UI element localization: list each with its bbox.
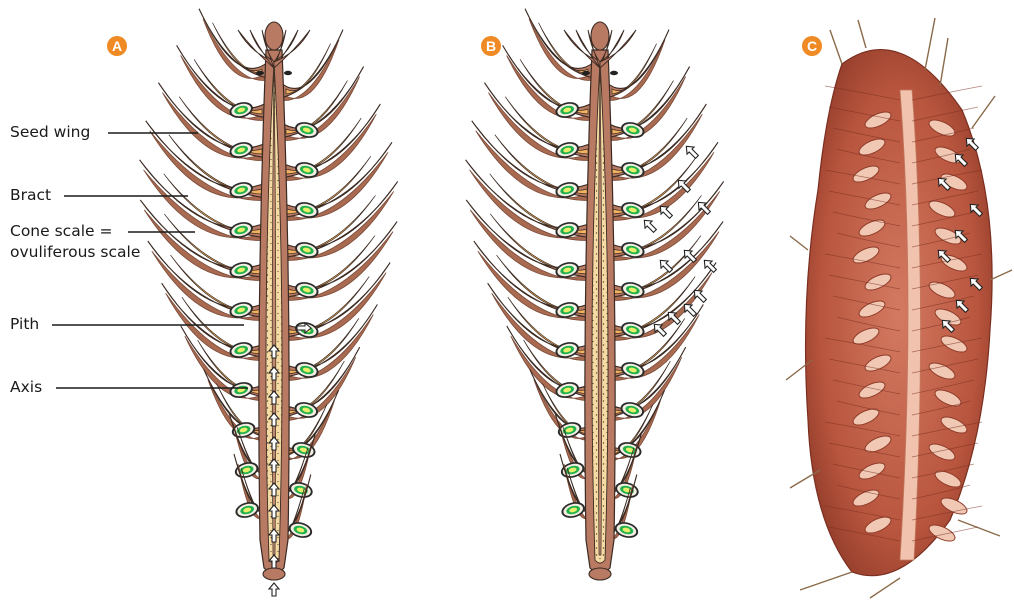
arrow-up-icon (269, 583, 279, 596)
badge-b: B (481, 36, 501, 56)
scale-left (484, 83, 594, 161)
panel-a-cone-diagram (140, 9, 398, 596)
cone-apex (591, 22, 609, 50)
apex-seed (610, 71, 618, 75)
scale-right (280, 304, 377, 380)
cone-bristle (800, 572, 852, 590)
arrow-down-left-icon (657, 257, 675, 275)
badge-a-text: A (112, 38, 122, 54)
scale-left (507, 326, 594, 400)
label-cone-scale: Cone scale = ovuliferous scale (10, 222, 195, 261)
badge-a: A (107, 36, 127, 56)
arrow-down-left-icon (683, 143, 701, 161)
label-cone-scale-text-1: Cone scale = (10, 222, 112, 240)
cone-bristle (790, 236, 808, 250)
seed (619, 360, 646, 381)
cone-bristle (958, 520, 1000, 536)
scale-left (181, 326, 268, 400)
apex-seed (256, 71, 264, 75)
cone-bristle (940, 38, 948, 86)
cone-bristle (972, 96, 995, 128)
arrow-down-left-icon (641, 217, 659, 235)
cone-bristle (830, 30, 842, 64)
label-seed-wing-text: Seed wing (10, 123, 90, 141)
cone-apex (265, 22, 283, 50)
scale-right (606, 347, 686, 420)
scale-right (280, 104, 380, 180)
cone-bristle (990, 270, 1012, 280)
apex-seed (284, 71, 292, 75)
scale-right (280, 30, 343, 101)
cone-stalk-base (263, 568, 285, 580)
badge-c: C (802, 36, 822, 56)
scale-left (162, 283, 268, 360)
panel-c-cone-photo (786, 18, 1012, 598)
label-bract-text: Bract (10, 186, 51, 204)
scale-right (606, 30, 669, 101)
label-seed-wing: Seed wing (10, 123, 198, 141)
panel-b-cone-diagram (466, 9, 724, 580)
seed (293, 360, 320, 381)
scale-left (148, 241, 268, 320)
scale-right (606, 304, 703, 380)
badge-c-text: C (807, 38, 817, 54)
label-bract: Bract (10, 186, 188, 204)
cone-stalk-base (589, 568, 611, 580)
label-axis-text: Axis (10, 378, 42, 396)
cone-bristle (858, 20, 866, 48)
cone-bristle (870, 578, 900, 598)
scale-left (488, 283, 594, 360)
scale-left (158, 83, 268, 161)
scale-left (474, 241, 594, 320)
apex-seed (582, 71, 590, 75)
scale-right (606, 104, 706, 180)
cone-bristle (925, 18, 935, 70)
scale-right (280, 347, 360, 420)
label-cone-scale-text-2: ovuliferous scale (10, 243, 140, 261)
badge-b-text: B (486, 38, 496, 54)
label-pith-text: Pith (10, 315, 39, 333)
